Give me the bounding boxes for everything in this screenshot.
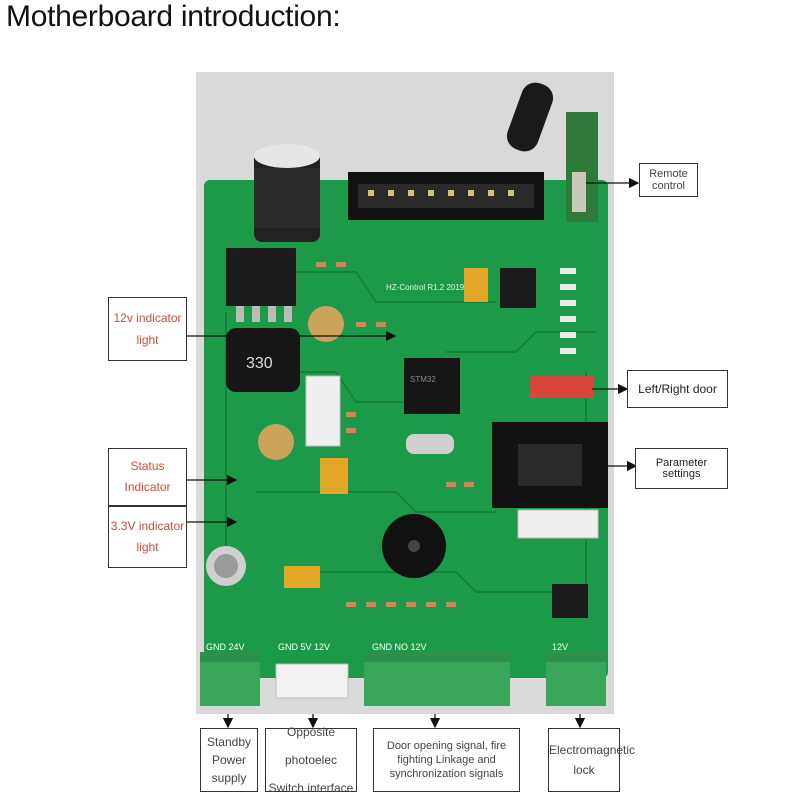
terminal-photoelectric: GND 5V 12V <box>275 642 349 699</box>
mcu-chip: STM32 <box>404 358 460 414</box>
jst-connector <box>305 375 341 447</box>
callout-remote-control: Remote control <box>639 163 698 197</box>
rj45-port <box>492 422 608 508</box>
terminal-standby-label: GND 24V <box>206 642 245 652</box>
callout-standby-power: Standby Power supply <box>200 728 258 792</box>
terminal-standby-power: GND 24V <box>200 642 260 706</box>
callout-3v3-indicator: 3.3V indicator light <box>108 506 187 568</box>
terminal-lock: 12V <box>546 642 606 706</box>
crystal <box>406 434 454 454</box>
antenna-coil <box>506 82 598 222</box>
callout-opposite-photoelectric: Opposite photoelec Switch interface <box>265 725 357 795</box>
motherboard-photo: 330 STM32 HZ-Control R1.2 20190510 <box>196 72 614 714</box>
terminal-lock-label: 12V <box>552 642 568 652</box>
terminal-signals: GND NO 12V <box>364 642 510 706</box>
idc-header <box>348 172 544 220</box>
mcu-label: STM32 <box>410 375 436 384</box>
inductor-330: 330 <box>226 328 300 392</box>
callout-parameter-settings: Parameter settings <box>635 448 728 489</box>
board-marking: HZ-Control R1.2 20190510 <box>386 283 483 292</box>
voltage-regulator <box>226 248 296 322</box>
motherboard-illustration: 330 STM32 HZ-Control R1.2 20190510 <box>196 72 614 714</box>
terminal-photo-label: GND 5V 12V <box>278 642 330 652</box>
ic-right <box>500 268 536 308</box>
callout-electromagnetic-lock: Electromagnetic lock <box>548 728 635 792</box>
page-title: Motherboard introduction: <box>6 0 341 33</box>
regulator-bottom-right <box>552 584 588 618</box>
callout-door-opening-signals: Door opening signal, fire fighting Linka… <box>373 728 520 792</box>
inductor-label: 330 <box>246 355 273 372</box>
callout-left-right-door: Left/Right door <box>627 370 728 408</box>
dip-switch <box>530 376 594 398</box>
main-capacitor <box>254 144 320 242</box>
buzzer <box>382 514 446 578</box>
white-connector-right <box>517 509 599 539</box>
terminal-signals-label: GND NO 12V <box>372 642 427 652</box>
callout-status-indicator: Status Indicator <box>108 448 187 506</box>
callout-12v-indicator: 12v indicator light <box>108 297 187 361</box>
